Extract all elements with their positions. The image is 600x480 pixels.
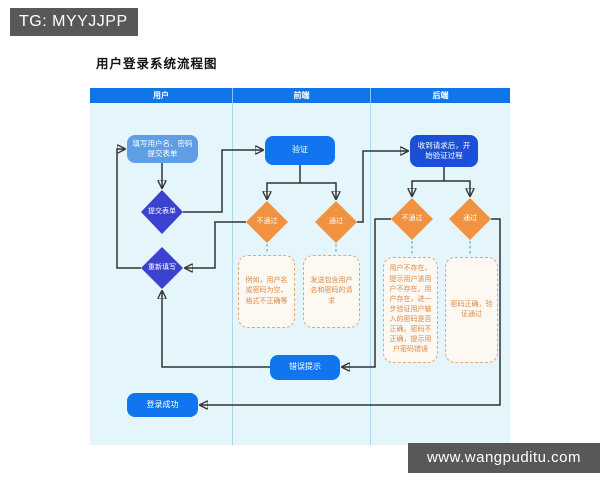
node-backend-pass-diamond: 通过 [449,198,491,240]
lane-divider [370,103,371,445]
lane-headers: 用户 前端 后端 [90,88,510,103]
tg-badge: TG: MYYJJPP [10,8,138,36]
node-frontend-pass-diamond: 通过 [315,201,357,243]
node-fill-form: 填写用户名、密码提交表单 [127,135,198,163]
node-frontend-fail-diamond: 不通过 [246,201,288,243]
node-receive-request: 收到请求后，开始验证过程 [410,135,478,167]
lane-divider [232,103,233,445]
note-frontend-fail: 例如，用户名或密码为空、格式不正确等 [238,255,295,328]
node-submit-form-diamond: 提交表单 [141,190,183,234]
lane-header-backend: 后端 [370,88,510,103]
node-error-tip: 错误提示 [270,355,340,380]
lane-header-frontend: 前端 [232,88,370,103]
node-login-success: 登录成功 [127,393,198,417]
note-backend-pass: 密码正确，验证通过 [445,257,498,363]
note-frontend-pass: 发送包含用户名和密码的请求 [303,255,360,328]
flowchart-canvas: 用户 前端 后端 [90,88,510,445]
node-verify: 验证 [265,136,335,165]
page-title: 用户登录系统流程图 [96,57,218,71]
node-refill-diamond: 重新填写 [141,247,183,289]
node-backend-fail-diamond: 不通过 [391,198,433,240]
watermark: www.wangpuditu.com [408,443,600,473]
lane-header-user: 用户 [90,88,232,103]
note-backend-fail: 用户不存在、提示用户该用户不存在。用户存在，进一步验证用户输入的密码是否正确。密… [383,257,438,363]
